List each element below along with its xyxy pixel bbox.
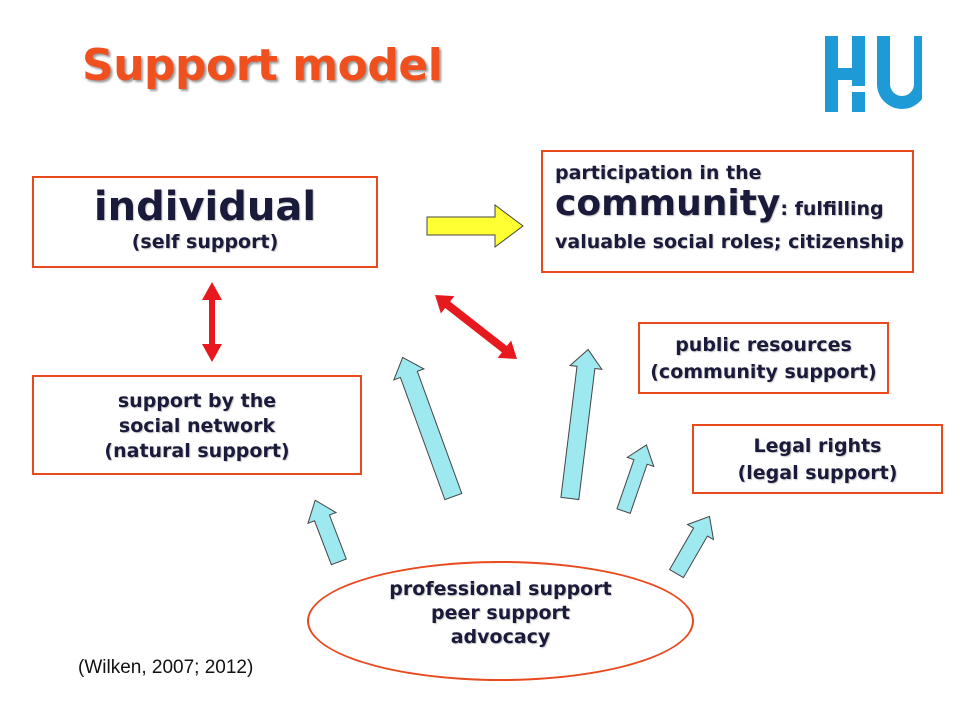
- social-network-box: support by the social network (natural s…: [32, 375, 362, 475]
- ellipse-line-2: peer support: [431, 602, 570, 624]
- public-resources-box: public resources (community support): [638, 322, 889, 394]
- public-line-2: (community support): [650, 361, 877, 383]
- community-participation-box: participation in the community: fulfilli…: [541, 150, 914, 273]
- individual-box: individual (self support): [32, 176, 378, 268]
- light-blue-arrow-1: [307, 499, 347, 566]
- community-prefix: participation in the: [555, 162, 762, 184]
- legal-line-2: (legal support): [737, 462, 898, 484]
- professional-support-ellipse: professional support peer support advoca…: [307, 561, 694, 681]
- red-double-arrow-diagonal: [435, 294, 517, 360]
- individual-label: individual: [93, 184, 317, 230]
- network-line-1: support by the: [117, 390, 277, 412]
- ellipse-line-3: advocacy: [450, 626, 551, 648]
- community-rest: valuable social roles; citizenship: [555, 231, 904, 253]
- ellipse-line-1: professional support: [389, 578, 612, 600]
- light-blue-arrow-3: [560, 348, 603, 501]
- legal-rights-box: Legal rights (legal support): [692, 424, 943, 494]
- legal-line-1: Legal rights: [753, 435, 882, 457]
- yellow-arrow: [426, 204, 524, 248]
- public-line-1: public resources: [675, 334, 852, 356]
- network-line-2: social network: [118, 415, 276, 437]
- network-line-3: (natural support): [104, 440, 290, 462]
- light-blue-arrow-5: [668, 515, 715, 579]
- self-support-label: (self support): [131, 231, 279, 253]
- citation: (Wilken, 2007; 2012): [78, 657, 254, 678]
- red-double-arrow-vertical: [202, 282, 222, 362]
- community-suffix: : fulfilling: [780, 198, 884, 220]
- light-blue-arrow-4: [616, 444, 655, 515]
- university-logo-icon: [825, 36, 922, 112]
- community-word: community: [555, 183, 781, 224]
- page-title: Support model: [82, 40, 443, 91]
- light-blue-arrow-2: [392, 356, 463, 501]
